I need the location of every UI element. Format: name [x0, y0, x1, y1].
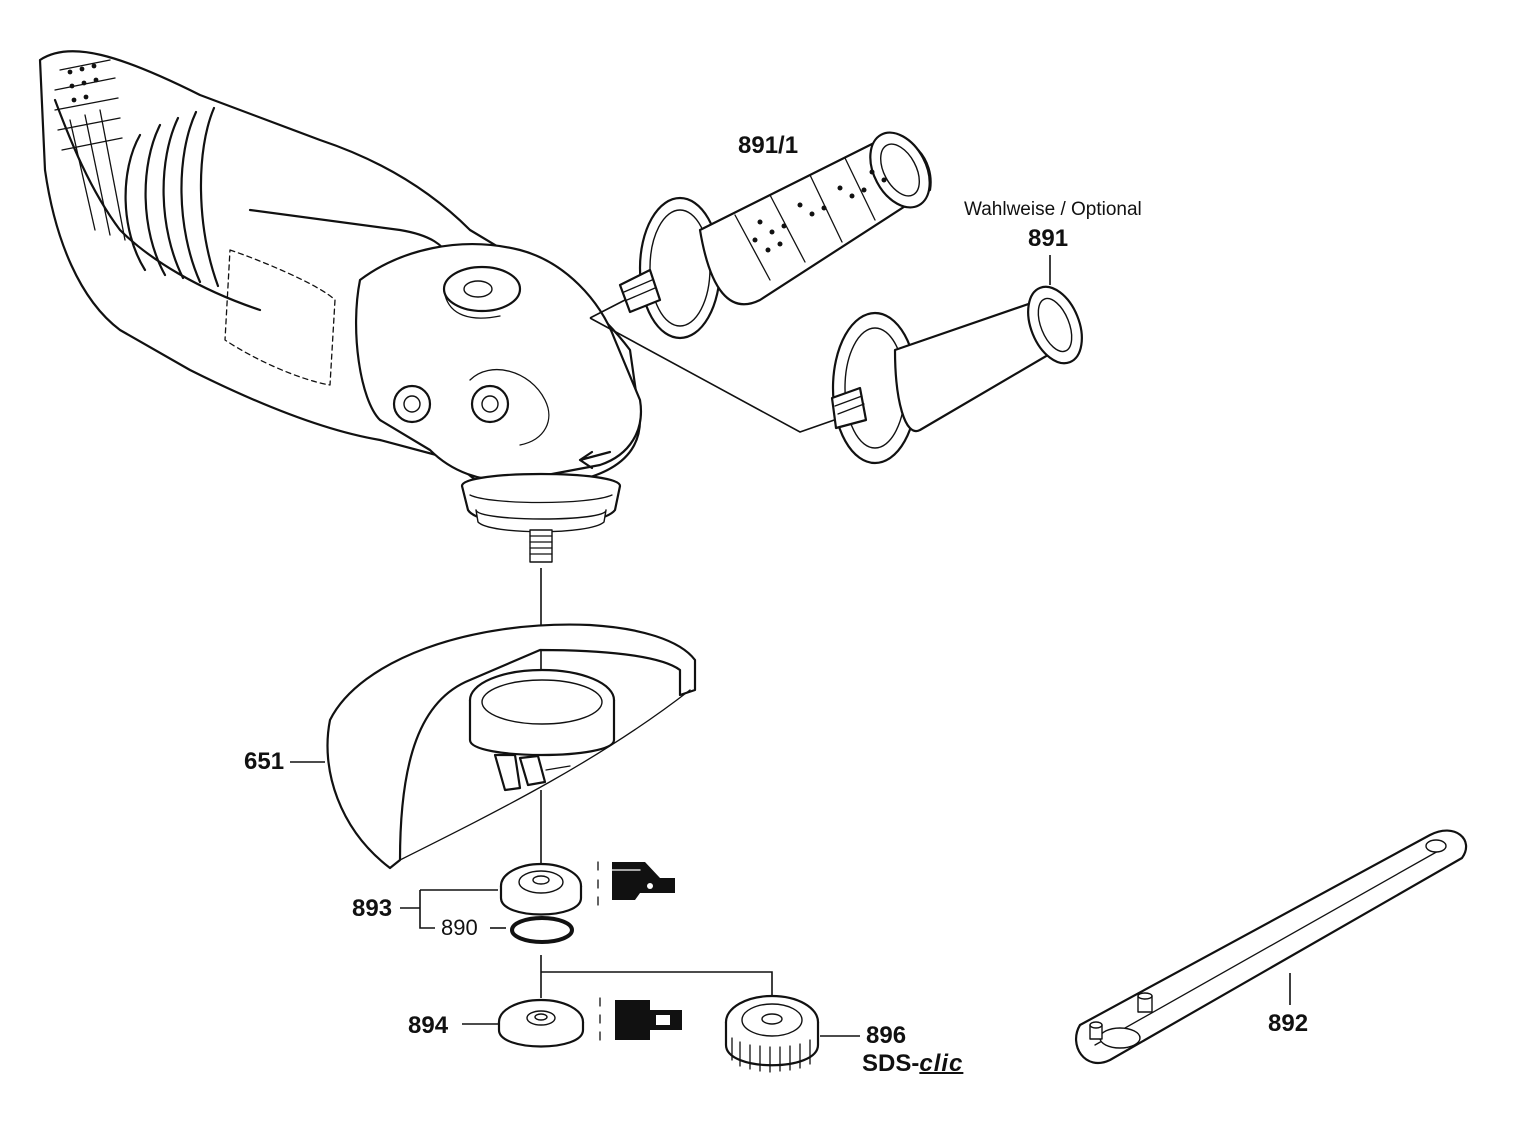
o-ring-890: [490, 916, 574, 944]
grinder-body: [38, 50, 643, 563]
sds-logo-suffix: clic: [919, 1050, 964, 1077]
wheel-guard-651: [290, 568, 697, 870]
wrench-892: [1075, 829, 1468, 1064]
part-label-892: 892: [1268, 1010, 1309, 1037]
part-label-890: 890: [441, 915, 478, 940]
sds-logo-prefix: SDS-: [862, 1050, 920, 1077]
flange-893: [400, 861, 675, 929]
part-label-896: 896: [866, 1022, 907, 1049]
side-handle-891-1: [589, 131, 932, 340]
part-label-893: 893: [352, 895, 393, 922]
part-label-651: 651: [244, 748, 285, 775]
part-label-891-1: 891/1: [738, 132, 799, 159]
flange-894: [462, 955, 773, 1048]
clamp-nut-896: [724, 994, 860, 1073]
part-label-891: 891: [1028, 225, 1069, 252]
side-handle-891: [589, 255, 1083, 465]
optional-note: Wahlweise / Optional: [964, 199, 1142, 220]
sds-clic-logo: SDS-clic: [862, 1052, 963, 1076]
part-label-894: 894: [408, 1012, 449, 1039]
